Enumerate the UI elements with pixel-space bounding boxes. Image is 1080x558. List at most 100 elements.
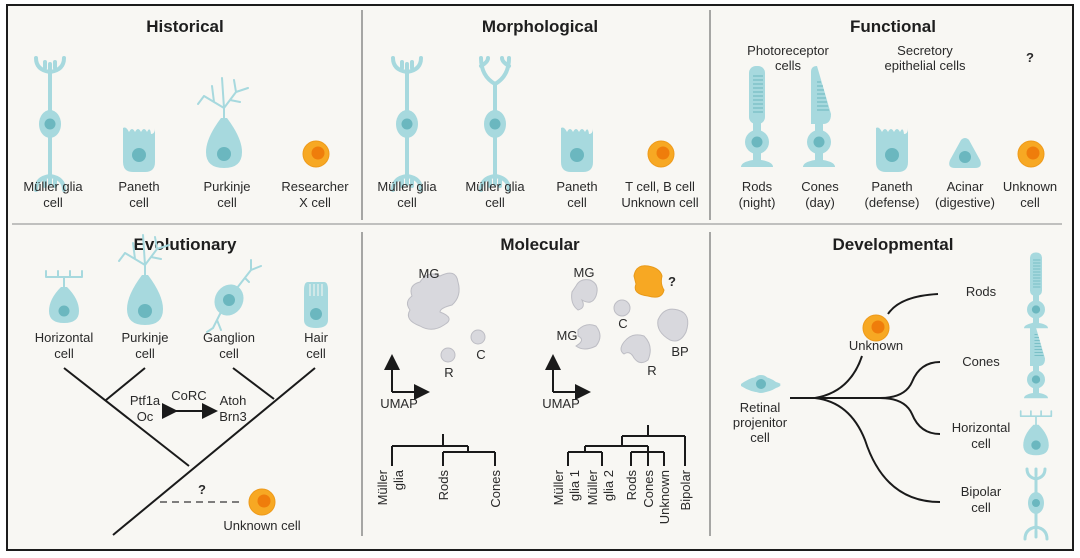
dendrogram-right: Müller glia 1 Müller glia 2 Rods Cones U…: [551, 425, 693, 524]
panel-title: Molecular: [500, 235, 580, 254]
outcome-label: Bipolar: [961, 484, 1002, 499]
ganglion-cell-icon: [206, 259, 262, 333]
unknown-cell-icon: [647, 140, 675, 168]
panel-title: Morphological: [482, 17, 598, 36]
cell-label: Horizontal: [35, 330, 94, 345]
cell-label: cell: [129, 195, 149, 210]
paneth-cell-icon: [123, 127, 155, 172]
cell-label: (defense): [865, 195, 920, 210]
muller-glia-variant-icon: [479, 56, 511, 192]
purkinje-cell-icon: [197, 77, 249, 169]
cell-label: Hair: [304, 330, 329, 345]
cell-label: cell: [1020, 195, 1040, 210]
panel-title: Developmental: [833, 235, 954, 254]
muller-glia-cell-icon: [34, 56, 66, 192]
cluster-mg: [571, 279, 598, 311]
umap-axis-label: UMAP: [542, 396, 580, 411]
progenitor-label: projenitor: [733, 415, 788, 430]
cell-label: cell: [567, 195, 587, 210]
leaf-label: Cones: [641, 470, 656, 508]
panel-evolutionary: Evolutionary Horizontal cell Purkinje ce…: [35, 234, 329, 536]
panel-title: Functional: [850, 17, 936, 36]
factor-label: Atoh: [220, 393, 247, 408]
tree-branch: [63, 367, 190, 467]
umap-right: ? MG MG C R BP UMAP: [542, 265, 688, 411]
leaf-label: Müller: [551, 469, 566, 505]
leaf-label: Rods: [436, 470, 451, 501]
cluster-label: MG: [557, 328, 578, 343]
cell-label: cell: [485, 195, 505, 210]
cell-label: cell: [306, 346, 326, 361]
lineage-tree: [790, 293, 941, 503]
cluster-label: R: [444, 365, 453, 380]
umap-left: MG R C UMAP: [380, 266, 485, 411]
cell-label: Paneth: [556, 179, 597, 194]
acinar-cell-icon: [949, 138, 981, 168]
unknown-cell-icon: [248, 488, 276, 516]
leaf-label: glia: [391, 469, 406, 490]
panel-developmental: Developmental Retinal projenitor cell Un…: [733, 235, 1053, 541]
cell-label: Müller glia: [465, 179, 525, 194]
intermediate-label: Unknown: [849, 338, 903, 353]
panel-functional: Functional Photoreceptor cells Secretory…: [739, 17, 1058, 210]
progenitor-label: Retinal: [740, 400, 781, 415]
question-mark: ?: [1026, 50, 1034, 65]
progenitor-cell-icon: [741, 375, 781, 393]
arrow-label: CoRC: [171, 388, 206, 403]
cluster-c: [470, 329, 486, 345]
cell-label: Unknown: [1003, 179, 1057, 194]
factor-label: Brn3: [219, 409, 246, 424]
panel-morphological: Morphological Müller glia cell Müller gl…: [377, 17, 698, 210]
leaf-label: Unknown: [657, 470, 672, 524]
cluster-c: [613, 299, 631, 317]
panel-historical: Historical Müller glia cell Paneth cell …: [23, 17, 349, 210]
phylogenetic-tree: [63, 367, 316, 536]
unknown-cell-label: Unknown cell: [223, 518, 300, 533]
figure-frame: [6, 4, 1074, 551]
progenitor-label: cell: [750, 430, 770, 445]
tree-branch: [232, 367, 275, 400]
outcome-label: cell: [971, 500, 991, 515]
cluster-label: C: [618, 316, 627, 331]
cluster-bp: [657, 308, 689, 342]
paneth-cell-icon: [561, 127, 593, 172]
bipolar-cell-icon: [1023, 467, 1049, 541]
cell-label: Paneth: [118, 179, 159, 194]
cell-label: Ganglion: [203, 330, 255, 345]
cell-label: cell: [219, 346, 239, 361]
horizontal-cell-icon: [45, 270, 83, 324]
cell-label: Researcher: [281, 179, 349, 194]
horizontal-cell-icon: [1019, 410, 1053, 457]
cell-label: cell: [135, 346, 155, 361]
question-mark: ?: [198, 482, 206, 497]
outcome-label: cell: [971, 436, 991, 451]
cluster-r: [440, 347, 456, 363]
leaf-label: glia 1: [567, 470, 582, 501]
cell-label: Müller glia: [23, 179, 83, 194]
cluster-label: MG: [419, 266, 440, 281]
factor-label: Ptf1a: [130, 393, 161, 408]
tree-branch: [105, 367, 146, 401]
dendrogram-left: Müller glia Rods Cones: [375, 434, 503, 508]
leaf-label: Müller: [375, 469, 390, 505]
umap-axis-label: UMAP: [380, 396, 418, 411]
outcome-label: Cones: [962, 354, 1000, 369]
cell-label: T cell, B cell: [625, 179, 695, 194]
panel-title: Evolutionary: [134, 235, 238, 254]
unknown-cell-icon: [302, 140, 330, 168]
cell-label: (digestive): [935, 195, 995, 210]
group-label: epithelial cells: [885, 58, 966, 73]
rod-cell-icon: [1023, 252, 1049, 329]
cell-label: X cell: [299, 195, 331, 210]
cell-label: cell: [43, 195, 63, 210]
leaf-label: Cones: [488, 470, 503, 508]
cell-label: Purkinje: [204, 179, 251, 194]
panel-molecular: Molecular MG R C UMAP ? MG MG C R BP: [375, 235, 693, 524]
cone-cell-icon: [802, 65, 836, 168]
cluster-r: [620, 334, 651, 364]
group-label: cells: [775, 58, 802, 73]
tree-branch: [112, 367, 316, 536]
leaf-label: glia 2: [601, 470, 616, 501]
cluster-unknown: [633, 265, 665, 298]
hair-cell-icon: [303, 281, 329, 329]
